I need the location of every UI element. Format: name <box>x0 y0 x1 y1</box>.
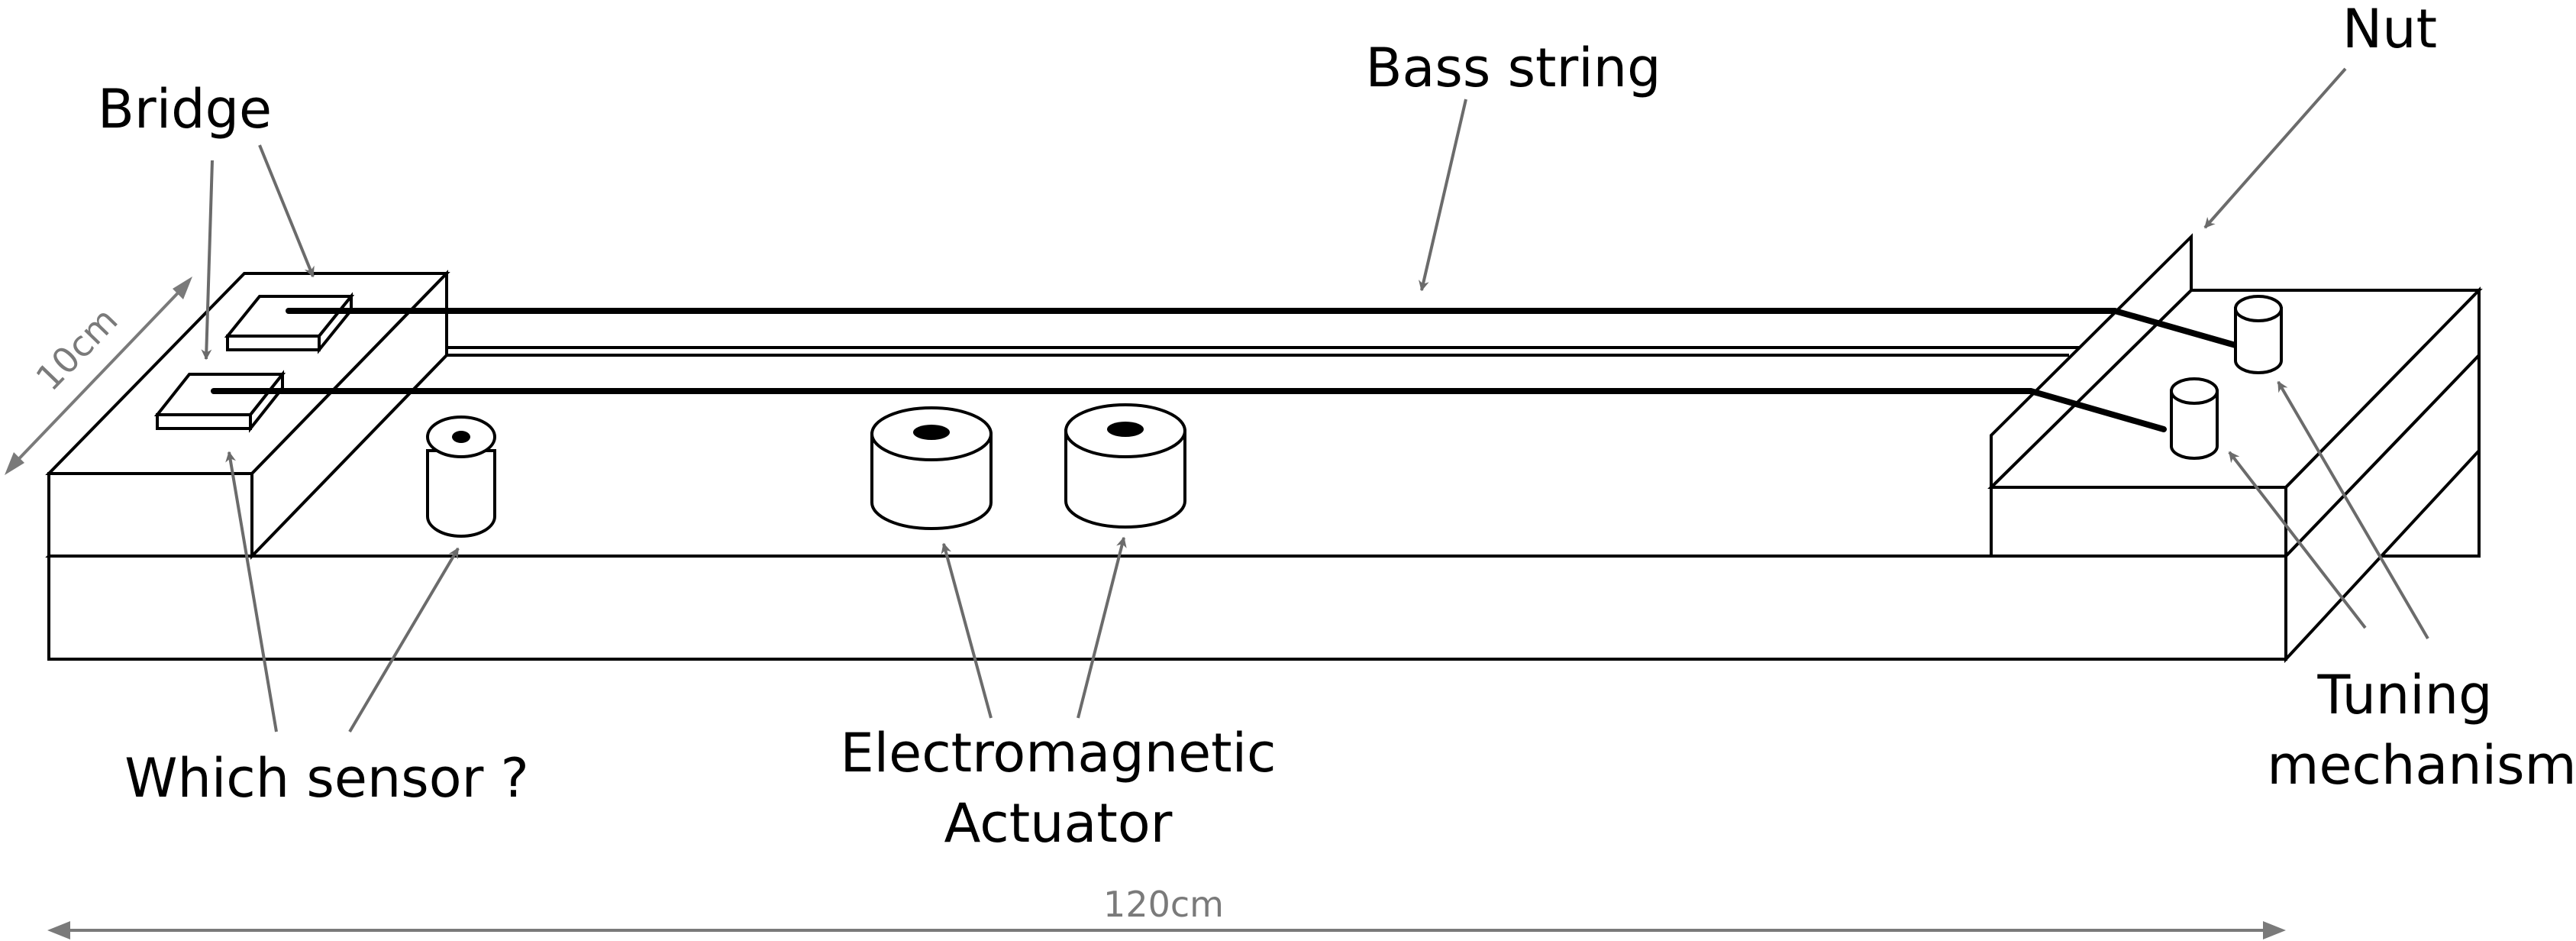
label-tuning-line1: Tuning <box>2316 664 2492 726</box>
nut-block-side <box>2284 286 2481 560</box>
dimension-length: 120cm <box>47 884 2286 939</box>
tuning-peg-bottom <box>2170 377 2219 460</box>
leader-bridge-top <box>258 144 315 278</box>
bass-string-bottom <box>211 388 2167 432</box>
bridge-block-front <box>47 472 253 558</box>
labels: Bass string Nut Bridge Which sensor ? El… <box>98 0 2576 855</box>
sensor-cylinder <box>426 416 496 538</box>
bass-string-top <box>286 308 2239 348</box>
leader-nut <box>2203 67 2347 229</box>
width-dimension-label: 10cm <box>27 299 125 399</box>
leader-tuning-top <box>2277 380 2429 640</box>
bridge-saddle-bottom <box>153 370 286 433</box>
nut-block-front <box>1990 486 2287 558</box>
leader-sensor-cylinder <box>348 547 460 733</box>
label-bridge: Bridge <box>98 78 272 141</box>
length-dimension-label: 120cm <box>1103 884 1224 925</box>
leader-actuator-right <box>1077 536 1127 719</box>
actuator-left <box>870 406 993 530</box>
leader-sensor-bridge <box>225 451 278 732</box>
leader-actuator-left <box>941 542 993 719</box>
leader-bridge-bottom <box>201 160 214 361</box>
label-sensor: Which sensor ? <box>124 747 529 810</box>
label-nut: Nut <box>2342 0 2437 60</box>
actuator-right <box>1064 403 1186 529</box>
label-actuator-line2: Actuator <box>944 792 1173 855</box>
bridge-block-side <box>250 270 448 560</box>
label-tuning-line2: mechanism <box>2267 734 2576 797</box>
bass-strings <box>211 308 2239 432</box>
nut-plate <box>1990 233 2193 491</box>
nut-block <box>1987 286 2483 560</box>
leader-lines <box>201 67 2429 733</box>
label-actuator-line1: Electromagnetic <box>840 722 1276 784</box>
leader-bass-string <box>1419 99 1467 292</box>
base-front-face <box>47 555 2287 661</box>
tuning-peg-top <box>2234 295 2283 374</box>
label-bass-string: Bass string <box>1365 37 1661 99</box>
leader-tuning-bottom <box>2228 451 2367 629</box>
